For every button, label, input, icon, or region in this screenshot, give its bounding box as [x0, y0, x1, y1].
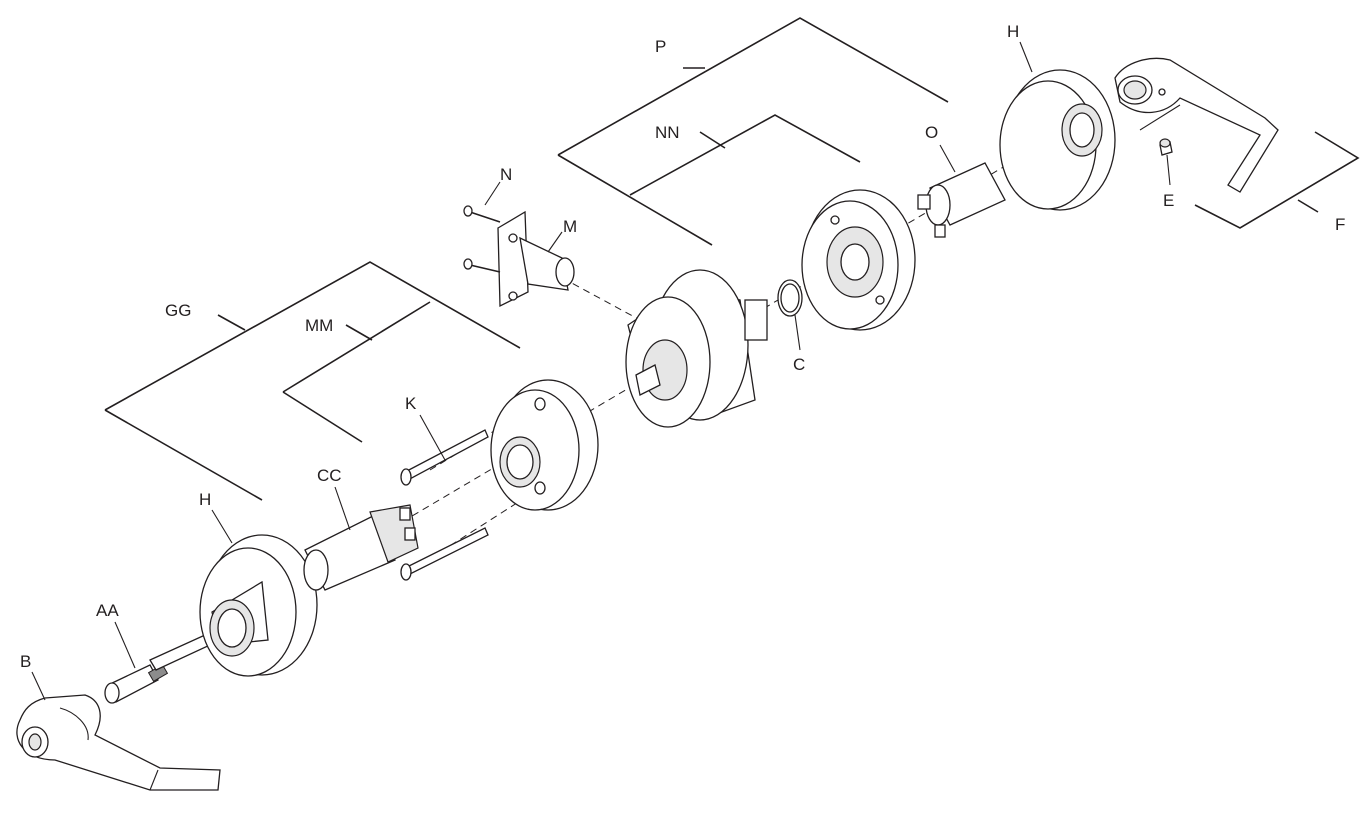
spindle-o	[917, 162, 1006, 238]
cylinder-aa	[104, 634, 211, 704]
bracket-gg	[104, 261, 521, 501]
leader-e	[1166, 154, 1171, 186]
leader-k	[419, 414, 446, 461]
leader-o	[939, 144, 956, 173]
leader-cc	[334, 486, 351, 531]
label-h-top: H	[1007, 22, 1019, 41]
leader-h-top	[1019, 41, 1033, 73]
label-f: F	[1335, 215, 1345, 234]
chassis	[625, 269, 768, 428]
leader-n	[484, 181, 501, 206]
label-gg: GG	[165, 301, 191, 320]
lever-top	[1114, 57, 1279, 193]
screw-k-upper	[400, 429, 489, 486]
label-o: O	[925, 123, 938, 142]
screw-n-lower	[463, 258, 501, 273]
latch-m	[497, 210, 575, 308]
lever-b	[16, 694, 221, 791]
label-mm: MM	[305, 316, 333, 335]
label-b: B	[20, 652, 31, 671]
retaining-ring-c	[777, 279, 803, 317]
leader-h-bottom	[211, 509, 233, 544]
leader-b	[31, 671, 46, 701]
set-screw-e	[1139, 104, 1181, 156]
label-h-bottom: H	[199, 490, 211, 509]
label-k: K	[405, 394, 417, 413]
rose-liner	[801, 189, 916, 331]
rose-h-top	[999, 69, 1116, 211]
leader-m	[547, 231, 563, 253]
center-axis-upper	[519, 254, 641, 321]
label-aa: AA	[96, 601, 119, 620]
label-p: P	[655, 37, 666, 56]
label-nn: NN	[655, 123, 680, 142]
leader-aa	[114, 621, 136, 669]
label-cc: CC	[317, 466, 342, 485]
rose-h-bottom	[199, 534, 318, 677]
bracket-f	[1194, 131, 1360, 229]
bracket-mm	[282, 301, 431, 443]
spindle-cc	[303, 504, 419, 591]
mounting-plate	[490, 379, 599, 511]
label-n: N	[500, 165, 512, 184]
screw-k-lower	[400, 527, 489, 581]
label-c: C	[793, 355, 805, 374]
label-m: M	[563, 217, 577, 236]
label-e: E	[1163, 191, 1174, 210]
screw-n-upper	[463, 205, 501, 223]
leader-c	[794, 314, 801, 351]
bracket-nn	[629, 114, 861, 196]
bracket-p	[557, 17, 949, 246]
